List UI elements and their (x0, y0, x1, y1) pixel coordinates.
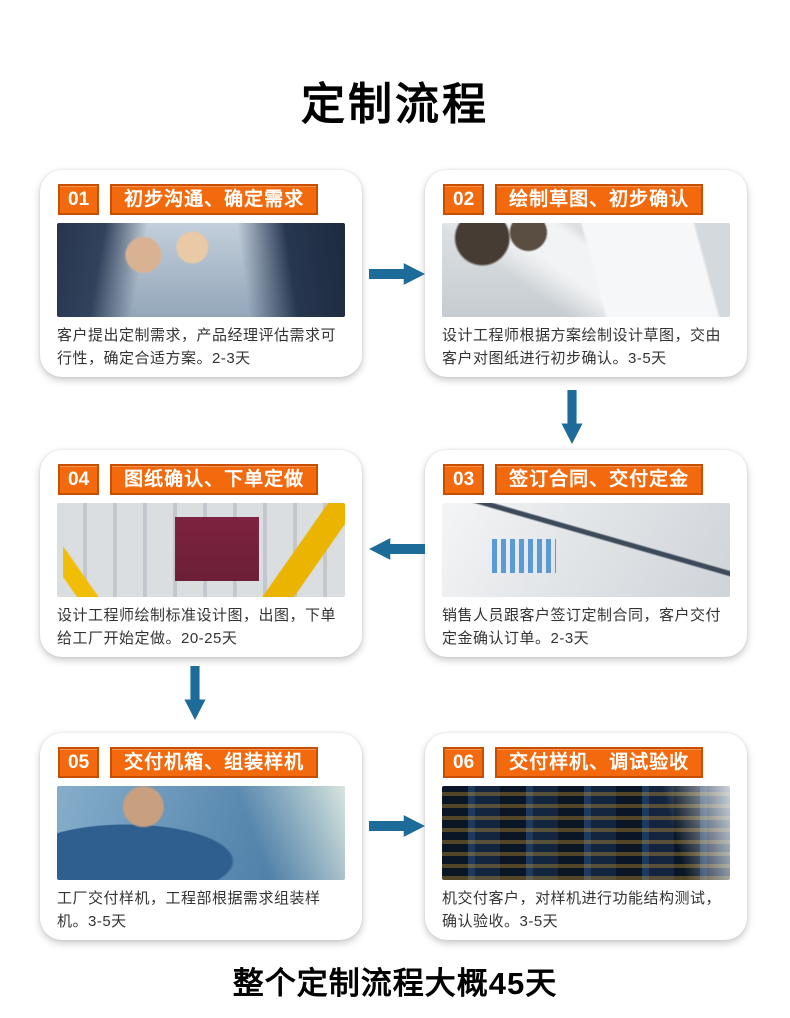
contract-signing-photo (442, 503, 730, 597)
step-title: 图纸确认、下单定做 (110, 464, 319, 495)
step-header: 04 图纸确认、下单定做 (58, 464, 345, 495)
step-header: 03 签订合同、交付定金 (443, 464, 730, 495)
factory-robot-photo (57, 503, 345, 597)
step-number-badge: 01 (58, 184, 100, 215)
step-number-badge: 06 (443, 747, 485, 778)
step-description: 销售人员跟客户签订定制合同，客户交付定金确认订单。2-3天 (442, 607, 722, 648)
total-duration-note: 整个定制流程大概45天 (232, 966, 558, 1001)
business-meeting-photo (57, 223, 345, 317)
sketch-review-photo (442, 223, 730, 317)
step-header: 06 交付样机、调试验收 (443, 747, 730, 778)
step-header: 01 初步沟通、确定需求 (58, 184, 345, 215)
step-number-badge: 03 (443, 464, 485, 495)
step-title: 交付样机、调试验收 (495, 747, 704, 778)
step-description: 设计工程师根据方案绘制设计草图，交由客户对图纸进行初步确认。3-5天 (442, 327, 722, 368)
step-card-05: 05 交付机箱、组装样机 工厂交付样机，工程部根据需求组装样机。3-5天 (40, 733, 362, 940)
step-card-02: 02 绘制草图、初步确认 设计工程师根据方案绘制设计草图，交由客户对图纸进行初步… (425, 170, 747, 377)
step-card-04: 04 图纸确认、下单定做 设计工程师绘制标准设计图，出图，下单给工厂开始定做。2… (40, 450, 362, 657)
step-card-03: 03 签订合同、交付定金 销售人员跟客户签订定制合同，客户交付定金确认订单。2-… (425, 450, 747, 657)
arrow-right-step5-to-step6-icon (369, 815, 425, 837)
step-number-badge: 05 (58, 747, 100, 778)
server-rack-photo (442, 786, 730, 880)
step-header: 05 交付机箱、组装样机 (58, 747, 345, 778)
step-description: 设计工程师绘制标准设计图，出图，下单给工厂开始定做。20-25天 (57, 607, 337, 648)
arrow-right-step1-to-step2-icon (369, 263, 425, 285)
arrow-down-step2-to-step3-icon (561, 390, 583, 444)
arrow-down-step4-to-step5-icon (184, 666, 206, 720)
step-description: 客户提出定制需求，产品经理评估需求可行性，确定合适方案。2-3天 (57, 327, 337, 368)
step-title: 交付机箱、组装样机 (110, 747, 319, 778)
step-card-06: 06 交付样机、调试验收 机交付客户，对样机进行功能结构测试，确认验收。3-5天 (425, 733, 747, 940)
step-number-badge: 04 (58, 464, 100, 495)
page-title: 定制流程 (301, 80, 489, 129)
step-description: 机交付客户，对样机进行功能结构测试，确认验收。3-5天 (442, 890, 722, 931)
arrow-left-step3-to-step4-icon (369, 538, 425, 560)
step-description: 工厂交付样机，工程部根据需求组装样机。3-5天 (57, 890, 321, 931)
step-card-01: 01 初步沟通、确定需求 客户提出定制需求，产品经理评估需求可行性，确定合适方案… (40, 170, 362, 377)
step-number-badge: 02 (443, 184, 485, 215)
step-title: 绘制草图、初步确认 (495, 184, 704, 215)
step-title: 初步沟通、确定需求 (110, 184, 319, 215)
step-header: 02 绘制草图、初步确认 (443, 184, 730, 215)
step-title: 签订合同、交付定金 (495, 464, 704, 495)
assembly-workers-photo (57, 786, 345, 880)
